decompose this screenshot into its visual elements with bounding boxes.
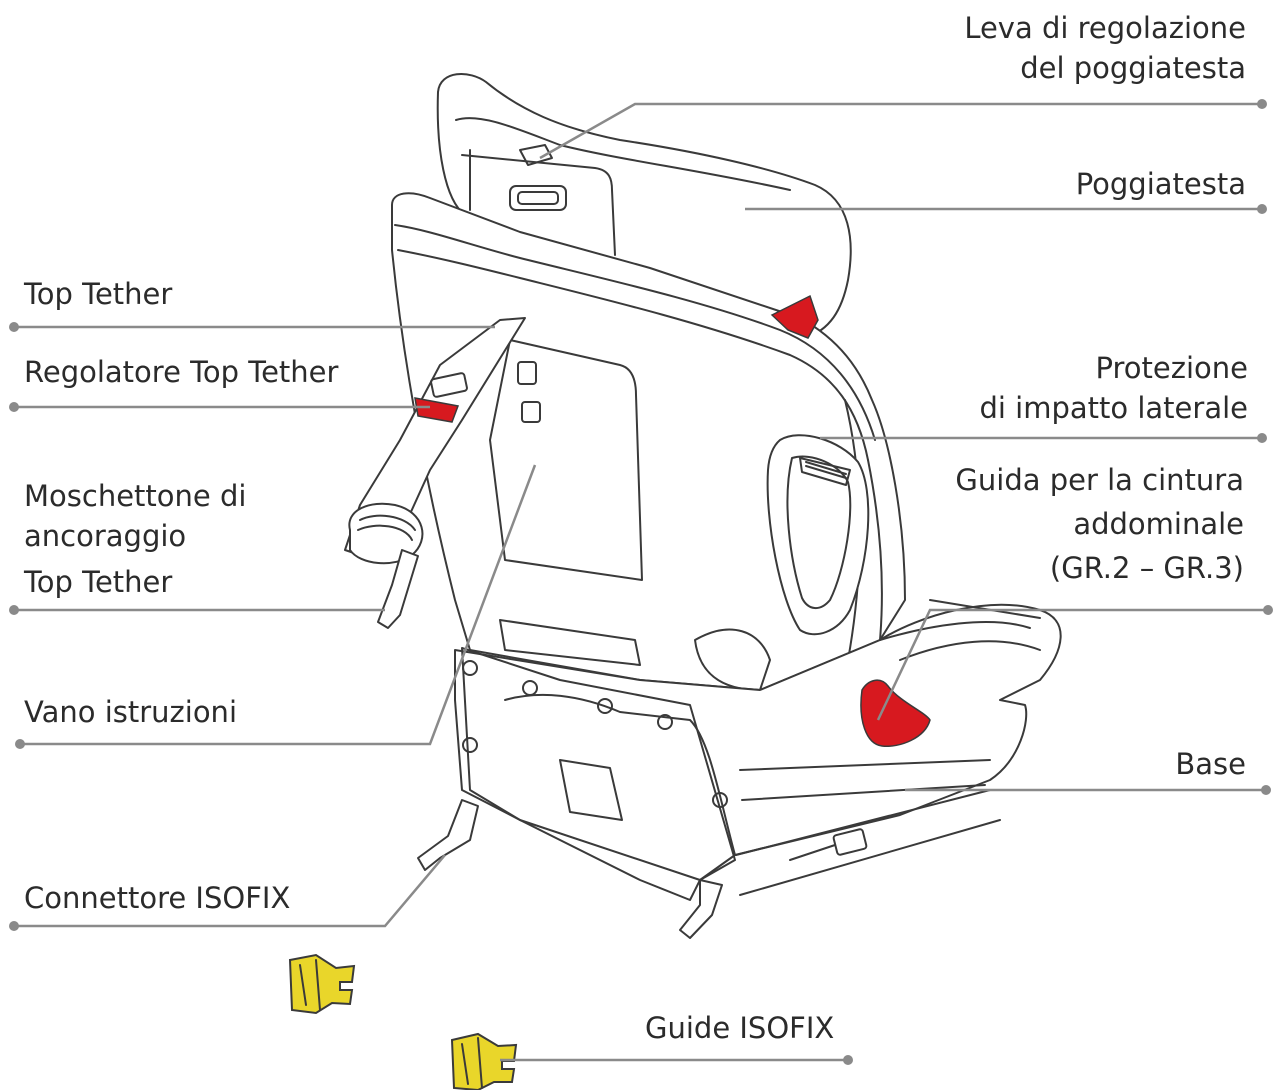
- top-tether-red-adjuster: [414, 397, 460, 423]
- label-isofix-connector: Connettore ISOFIX: [24, 878, 290, 918]
- label-line: Poggiatesta: [1075, 167, 1246, 201]
- label-headrest-lever: Leva di regolazione del poggiatesta: [964, 8, 1246, 88]
- leader-manual-compartment: [20, 464, 537, 746]
- leader-isofix-connector: [14, 854, 446, 928]
- leader-dot: [1261, 785, 1271, 795]
- label-line: Regolatore Top Tether: [24, 355, 339, 389]
- leader-dot: [1257, 99, 1267, 109]
- top-tether-strap-shape: [344, 317, 526, 629]
- label-line: del poggiatesta: [1020, 51, 1246, 85]
- leader-lines: [9, 99, 1273, 1065]
- headrest-red-clip: [770, 294, 819, 339]
- leader-dot: [9, 322, 19, 332]
- base-shape: [454, 599, 1062, 901]
- label-headrest: Poggiatesta: [1076, 164, 1246, 204]
- label-line: Guida per la cintura: [955, 463, 1244, 497]
- label-base: Base: [1175, 744, 1246, 784]
- label-line: Top Tether: [24, 277, 173, 311]
- label-top-tether: Top Tether: [24, 274, 172, 314]
- lap-belt-red-guide: [860, 679, 931, 747]
- label-line: addominale: [1073, 507, 1244, 541]
- label-manual-compartment: Vano istruzioni: [24, 692, 237, 732]
- label-line: Connettore ISOFIX: [24, 881, 291, 915]
- side-impact-shape: [766, 434, 870, 636]
- label-line: Moschettone di: [24, 479, 247, 513]
- leader-lap-belt-guide: [876, 608, 1268, 721]
- label-line: ancoraggio: [24, 519, 187, 553]
- leader-dot: [843, 1055, 853, 1065]
- label-top-tether-hook: Moschettone di ancoraggio Top Tether: [24, 476, 246, 602]
- label-line: Vano istruzioni: [24, 695, 237, 729]
- label-line: di impatto laterale: [979, 391, 1248, 425]
- label-line: Guide ISOFIX: [645, 1011, 835, 1045]
- leader-dot: [9, 605, 19, 615]
- isofix-guide-lower: [450, 1032, 518, 1090]
- leader-dot: [15, 739, 25, 749]
- leader-dot: [1263, 605, 1273, 615]
- leader-dot: [1257, 433, 1267, 443]
- label-isofix-guides: Guide ISOFIX: [645, 1008, 834, 1048]
- leader-headrest-lever: [539, 102, 1262, 160]
- car-seat-drawing: [344, 72, 1062, 939]
- isofix-guide-upper: [288, 953, 356, 1015]
- leader-dot: [1257, 204, 1267, 214]
- label-line: (GR.2 – GR.3): [1049, 551, 1244, 585]
- isofix-arms-shape: [417, 799, 723, 939]
- leader-dot: [9, 402, 19, 412]
- label-line: Leva di regolazione: [964, 11, 1246, 45]
- label-line: Top Tether: [24, 565, 173, 599]
- label-side-impact: Protezione di impatto laterale: [979, 348, 1248, 428]
- label-top-tether-adjuster: Regolatore Top Tether: [24, 352, 338, 392]
- red-adjuster-parts: [414, 294, 931, 747]
- label-line: Base: [1175, 747, 1246, 781]
- leader-dot: [9, 921, 19, 931]
- label-line: Protezione: [1095, 351, 1248, 385]
- label-lap-belt-guide: Guida per la cintura addominale (GR.2 – …: [955, 460, 1244, 588]
